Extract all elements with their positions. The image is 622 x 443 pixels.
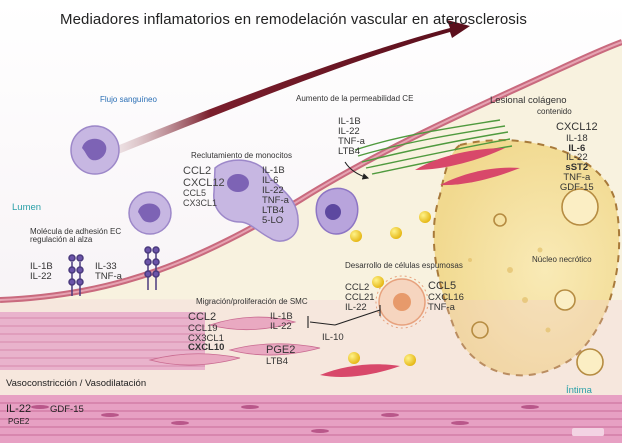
smc-mediators-right: IL-1B IL-22 <box>270 312 293 332</box>
mediator: LTB4 <box>338 145 361 157</box>
mediator: IL-22 <box>270 320 292 332</box>
blood-flow-arrow <box>70 20 470 170</box>
mediator: IL-33 <box>95 261 117 272</box>
mediator: CCL19 <box>188 322 218 334</box>
mediator: GDF-15 <box>50 404 84 415</box>
logo <box>572 428 604 436</box>
mediator: CCL21 <box>345 291 375 303</box>
foam-cell-icon <box>375 275 429 329</box>
lesional-collagen-sublabel: contenido <box>537 107 572 116</box>
smc-mediators-left: CCL2 CCL19 CX3CL1 CXCL10 <box>188 311 225 354</box>
mediator: PGE2 <box>266 344 296 356</box>
mediator: IL-22 <box>565 152 588 164</box>
mediator: IL-1B <box>262 165 285 176</box>
mediator: CXCL12 <box>556 121 598 133</box>
mediator: IL-22 <box>338 125 360 137</box>
mediator: IL-1B <box>30 261 53 272</box>
blood-flow-label: Flujo sanguíneo <box>100 95 157 104</box>
adhesion-label: Molécula de adhesión EC regulación al al… <box>30 227 122 245</box>
mediator: CXCL16 <box>428 291 464 303</box>
mediator: CCL5 <box>428 280 457 292</box>
mediator: IL-18 <box>565 132 588 144</box>
mediator: TNF-a <box>262 194 289 206</box>
lesional-collagen-label: Lesional colágeno <box>490 95 567 106</box>
mediator: TNF-a <box>338 135 365 147</box>
smc-migration-label: Migración/proliferación de SMC <box>196 297 308 306</box>
lipid-droplet-icon <box>348 211 431 366</box>
lumen-label: Lumen <box>12 202 42 213</box>
mediator: CCL2 <box>188 311 217 323</box>
macrophage-icon <box>315 187 359 235</box>
permeability-label: Aumento de la permeabilidad CE <box>296 94 414 103</box>
permeability-mediators: IL-1B IL-22 TNF-a LTB4 <box>338 117 365 157</box>
mediator: CCL2 <box>345 282 370 293</box>
mediator: CX3CL1 <box>188 332 224 344</box>
mediator: IL-1B <box>270 311 293 322</box>
mediator: LTB4 <box>266 355 289 367</box>
mediator: IL-22 <box>6 403 32 415</box>
foam-mediators-left: CCL2 CCL21 IL-22 <box>345 283 375 313</box>
mediator: CCL2 <box>183 165 212 177</box>
monocyte-recruitment-label: Reclutamiento de monocitos <box>191 151 292 160</box>
monocyte-mediators-left: CCL2 CXCL12 CCL5 CX3CL1 <box>183 165 225 208</box>
mediator: TNF-a <box>428 301 455 313</box>
vasoconstriction-label: Vasoconstricción / Vasodilatación <box>6 378 147 389</box>
mediator: GDF-15 <box>559 182 594 194</box>
mediator: CXCL10 <box>188 342 225 354</box>
monocyte-icon <box>128 191 172 235</box>
mediator: 5-LO <box>262 214 284 226</box>
mediator: IL-6 <box>568 142 586 154</box>
mediator: sST2 <box>565 162 589 174</box>
smc-icon <box>148 316 321 366</box>
pathway-arrows <box>307 161 381 328</box>
adventitia-fibers <box>0 402 622 436</box>
mediator: CCL5 <box>183 188 207 199</box>
mediator: LTB4 <box>262 204 285 216</box>
collagen-mediators: CXCL12 IL-18 IL-6 IL-22 sST2 TNF-a GDF-1… <box>556 121 598 194</box>
foam-mediators-right: CCL5 CXCL16 TNF-a <box>428 280 464 313</box>
adhesion-label-line: Molécula de adhesión EC <box>30 227 122 236</box>
adhesion-label-line: regulación al alza <box>30 235 93 245</box>
adhesion-molecule-icon <box>68 254 84 296</box>
necrotic-spots <box>468 247 551 333</box>
smc-icon <box>320 148 520 377</box>
mediator: IL-22 <box>262 184 284 196</box>
adhesion-molecule-icon <box>144 246 160 290</box>
smc-mediators-bottom: PGE2 LTB4 <box>266 344 296 367</box>
mediator: IL-22 <box>30 270 52 282</box>
mediator: IL-22 <box>345 301 367 313</box>
adhesion-mediators-left: IL-1B IL-22 <box>30 262 53 282</box>
mediator: TNF-a <box>95 270 122 282</box>
macrophage-icon <box>213 159 299 242</box>
mediator: TNF-a <box>563 172 591 184</box>
necrotic-core-label: Núcleo necrótico <box>532 255 592 264</box>
necrotic-debris <box>471 188 604 376</box>
monocyte-mediators-right: IL-1B IL-6 IL-22 TNF-a LTB4 5-LO <box>262 166 289 226</box>
page-title: Mediadores inflamatorios en remodelación… <box>60 11 527 28</box>
foam-cell-label: Desarrollo de células espumosas <box>345 261 463 270</box>
mediator: CX3CL1 <box>183 197 218 208</box>
mediator: IL-6 <box>262 174 279 186</box>
mediator: IL-1B <box>338 116 361 127</box>
endothelium-highlight <box>0 41 622 301</box>
monocyte-icon <box>70 125 120 175</box>
mediator: CXCL12 <box>183 176 225 189</box>
intima-label: Íntima <box>566 385 592 396</box>
il10-label: IL-10 <box>322 332 344 343</box>
adhesion-mediators-right: IL-33 TNF-a <box>95 262 122 282</box>
mediator: PGE2 <box>8 417 30 426</box>
